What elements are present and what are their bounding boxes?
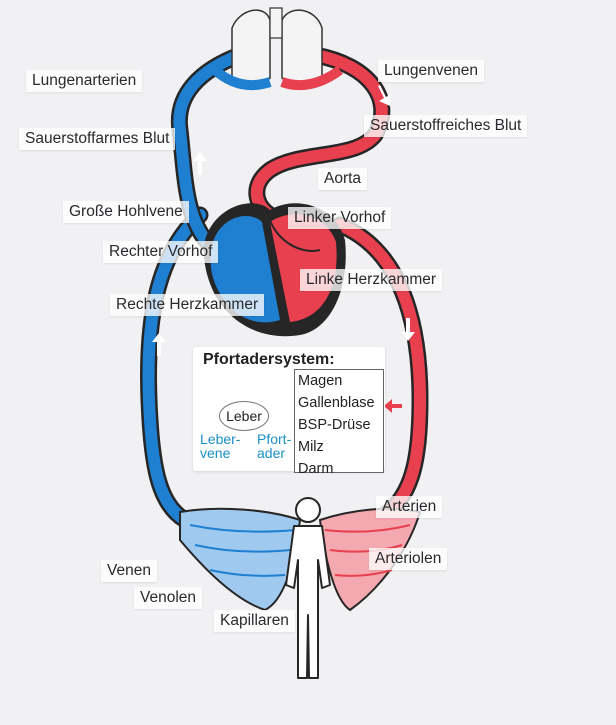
organ-item: Magen <box>298 373 343 389</box>
organ-list: Magen Gallenblase BSP-Drüse Milz Darm <box>294 369 384 477</box>
arrow-down-icon <box>378 85 391 106</box>
label-linke-herzkammer: Linke Herzkammer <box>300 269 443 291</box>
liver-oval: Leber <box>219 401 269 431</box>
arrow-up-icon <box>152 333 166 356</box>
label-kapillaren: Kapillaren <box>214 610 295 632</box>
arrow-left-icon <box>384 399 402 413</box>
organ-item: Darm <box>298 461 334 477</box>
portal-vein-line2: ader <box>257 445 286 461</box>
label-aorta: Aorta <box>318 168 368 190</box>
label-arterien: Arterien <box>376 496 443 518</box>
label-venen: Venen <box>101 560 157 582</box>
label-lungenarterien: Lungenarterien <box>26 70 143 92</box>
portal-system-title: Pfortadersystem: <box>203 351 335 368</box>
label-rechter-vorhof: Rechter Vorhof <box>103 241 219 263</box>
arrow-down-icon <box>401 318 415 341</box>
label-rechte-herzkammer: Rechte Herzkammer <box>110 294 265 316</box>
organ-item: Gallenblase <box>298 395 375 411</box>
label-linker-vorhof: Linker Vorhof <box>288 207 392 229</box>
lungs-shape <box>211 7 343 91</box>
arrow-up-icon <box>193 152 207 175</box>
label-sauerstoffarmes-blut: Sauerstoffarmes Blut <box>19 128 176 150</box>
liver-vein-line2: vene <box>200 445 231 461</box>
organ-item: BSP-Drüse <box>298 417 371 433</box>
label-lungenvenen: Lungenvenen <box>378 60 484 82</box>
portal-vein-line1: Pfort- <box>257 431 292 447</box>
label-sauerstoffreiches-blut: Sauerstoffreiches Blut <box>364 115 528 137</box>
label-grosse-hohlvene: Große Hohlvene <box>63 201 189 223</box>
human-figure <box>285 497 331 679</box>
label-arteriolen: Arteriolen <box>369 548 448 570</box>
label-venolen: Venolen <box>134 587 203 609</box>
organ-item: Milz <box>298 439 324 455</box>
liver-vein-line1: Leber- <box>200 431 241 447</box>
